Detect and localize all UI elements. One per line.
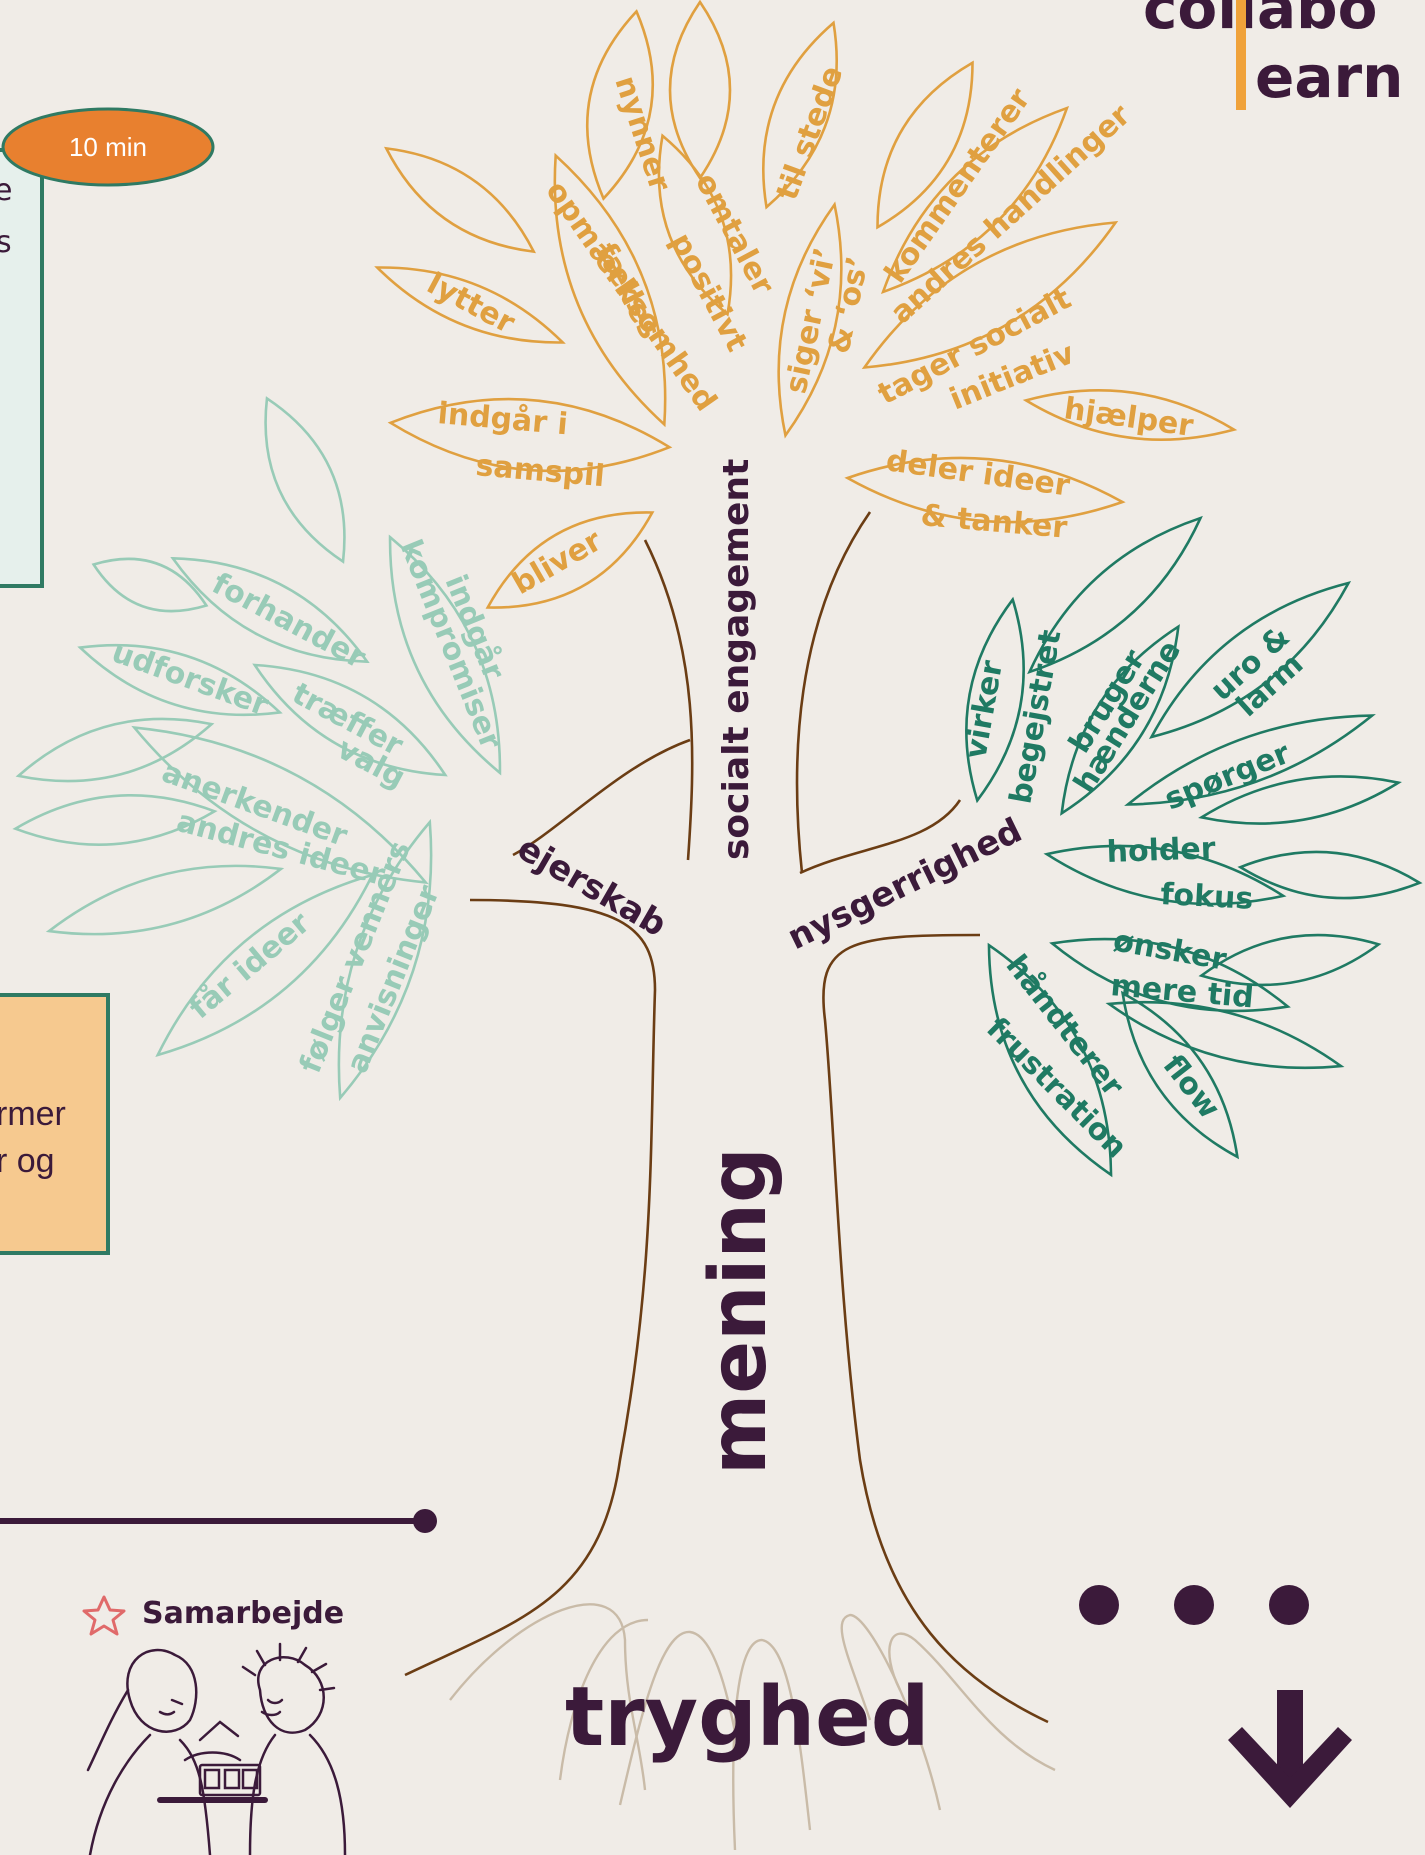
word-forhander: forhander	[206, 566, 371, 676]
collabolearn-logo: collabo earn	[1143, 0, 1403, 111]
branch-label-left: ejerskab	[511, 828, 674, 945]
logo-line-1: collabo	[1143, 0, 1378, 42]
word-holder-2: fokus	[1160, 877, 1255, 917]
word-indgaar-2: samspil	[474, 448, 606, 494]
word-til-stede: til stede	[770, 61, 851, 204]
tree-roots	[449, 1603, 1056, 1851]
left-info-panel-bottom: rmer r og	[0, 993, 110, 1255]
star-outline-icon	[82, 1595, 126, 1636]
left-box-top-text-1: e	[0, 173, 12, 208]
arrow-down-icon[interactable]	[1228, 1690, 1352, 1808]
progress-slider[interactable]	[0, 1509, 437, 1533]
word-virker-1: virker	[958, 658, 1010, 762]
logo-line-2: earn	[1255, 43, 1403, 111]
word-virker-2: begejstret	[1003, 627, 1068, 806]
word-udforsker: udforsker	[107, 635, 273, 724]
word-deler-2: & tanker	[919, 498, 1069, 546]
word-oensker-2: mere tid	[1109, 968, 1255, 1015]
samarbejde-badge: Samarbejde	[82, 1595, 344, 1636]
word-nynner: nynner	[607, 72, 677, 196]
ellipsis-icon[interactable]	[1079, 1585, 1309, 1625]
badge-label: Samarbejde	[142, 1596, 344, 1631]
trunk-label: mening	[694, 1147, 784, 1475]
timer-badge: 10 min	[1, 107, 215, 187]
word-deler-1: deler ideer	[884, 443, 1072, 503]
word-holder-1: holder	[1106, 831, 1216, 870]
left-box-bottom-text-1: rmer	[0, 1095, 66, 1133]
tree-trunk	[404, 511, 1049, 1724]
left-box-bottom-text-2: r og	[0, 1142, 55, 1180]
children-collaborating-illustration	[86, 1642, 347, 1855]
branch-label-center: socialt engagement	[716, 459, 757, 860]
left-info-panel-top: e s	[0, 148, 44, 588]
slider-handle[interactable]	[413, 1509, 437, 1533]
orange-leaf-cluster: nynner til stede kommenterer andres hand…	[374, 0, 1238, 609]
word-spoerger: spørger	[1160, 736, 1295, 818]
left-box-top-text-2: s	[0, 225, 12, 260]
root-label: tryghed	[565, 1670, 929, 1765]
word-hjaelper: hjælper	[1062, 391, 1196, 444]
timer-label: 10 min	[69, 132, 147, 162]
word-lytter: lytter	[421, 266, 520, 341]
word-faar-ideer: får ideer	[182, 905, 317, 1026]
